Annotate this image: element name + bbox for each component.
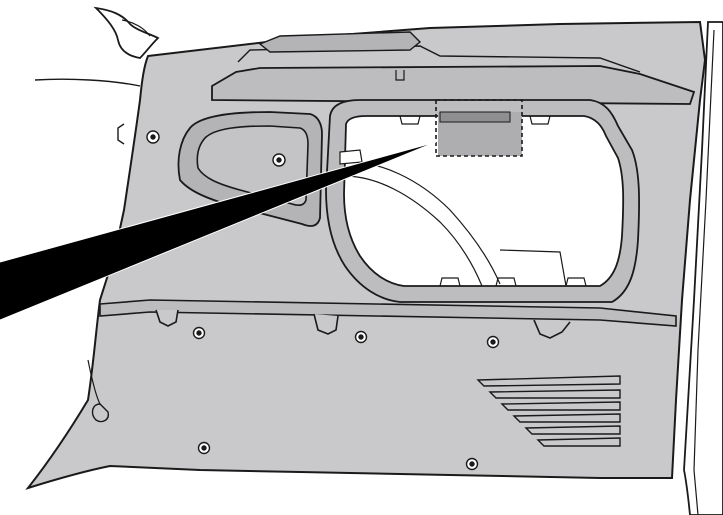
side-bump [117, 123, 125, 145]
clip-tab [529, 115, 551, 125]
clip-tab [399, 115, 421, 125]
fastener-icon [197, 441, 211, 455]
top-latch [93, 6, 160, 59]
body-contour-line [34, 78, 141, 87]
ridge-notch [313, 313, 339, 335]
lower-ridge [99, 299, 677, 327]
side-bump [91, 403, 110, 423]
clip-tab [495, 277, 517, 287]
fastener-icon [272, 153, 286, 167]
fastener-icon [192, 326, 206, 340]
top-rail [211, 65, 696, 105]
fastener-icon [486, 335, 500, 349]
clip-tab [439, 277, 461, 287]
right-pillar-strip [683, 21, 723, 515]
ridge-notch [155, 309, 179, 327]
window-opening [343, 115, 625, 287]
fastener-icon [354, 330, 368, 344]
highlight-dashed-box [435, 99, 523, 157]
ridge-notch [533, 319, 571, 339]
fastener-icon [146, 130, 160, 144]
clip-tab [565, 277, 587, 287]
vent-icon [476, 375, 621, 447]
highlight-clip [439, 111, 511, 123]
fastener-icon [465, 457, 479, 471]
fasteners [146, 130, 500, 471]
